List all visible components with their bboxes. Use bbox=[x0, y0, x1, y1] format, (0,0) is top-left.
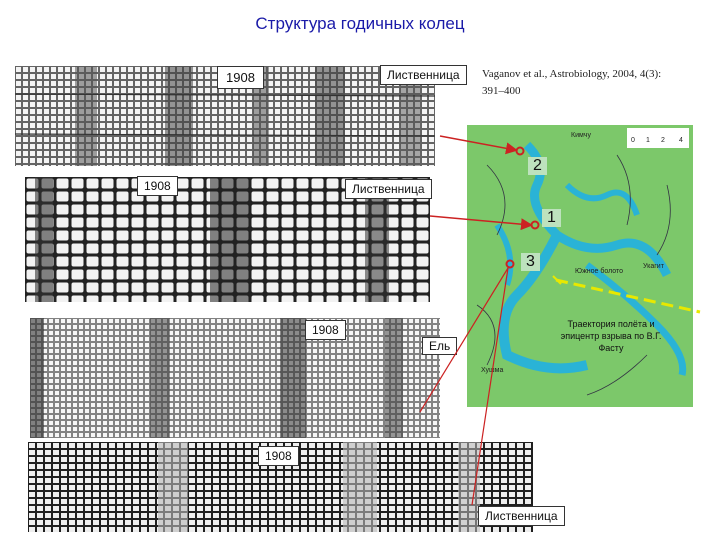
map-drawing bbox=[476, 128, 689, 396]
tree-ring-image-3 bbox=[30, 318, 440, 438]
citation-line-2: 391–400 bbox=[482, 85, 521, 97]
trajectory-line bbox=[555, 278, 701, 314]
panel-1-year-label: 1908 bbox=[217, 66, 264, 89]
arrow-panel-4 bbox=[471, 267, 509, 506]
citation: Vaganov et al., Astrobiology, 2004, 4(3)… bbox=[482, 66, 712, 100]
scale-tick-1: 1 bbox=[646, 137, 650, 144]
map-place-right: Укагит bbox=[643, 263, 664, 270]
slide-title: Структура годичных колец bbox=[255, 14, 465, 33]
tree-ring-texture-1 bbox=[15, 66, 435, 166]
panel-2-year-label: 1908 bbox=[137, 176, 178, 196]
panel-1-species-label: Лиственница bbox=[380, 65, 467, 85]
citation-line-1: Vaganov et al., Astrobiology, 2004, 4(3)… bbox=[482, 68, 662, 80]
arrow-panel-2 bbox=[429, 215, 533, 231]
site-number-3: 3 bbox=[521, 253, 540, 271]
panel-3-year-label: 1908 bbox=[305, 320, 346, 340]
site-number-2: 2 bbox=[528, 157, 547, 175]
tree-ring-image-4 bbox=[28, 442, 533, 532]
panel-2-species-label: Лиственница bbox=[345, 179, 432, 199]
tree-ring-texture-4 bbox=[28, 442, 533, 532]
panel-4-species-label: Лиственница bbox=[478, 506, 565, 526]
arrow-panel-1 bbox=[439, 135, 518, 155]
site-marker-3 bbox=[505, 259, 515, 269]
site-number-1: 1 bbox=[542, 209, 561, 227]
tunguska-map: Кимчу 0 1 2 4 Южное болото Укагит Хушма bbox=[467, 125, 693, 407]
tree-ring-texture-3 bbox=[30, 318, 440, 438]
site-marker-2 bbox=[515, 146, 525, 156]
trajectory-note: Траектория полёта и эпицентр взрыва по В… bbox=[560, 319, 662, 353]
site-marker-1 bbox=[530, 220, 540, 230]
panel-4-year-label: 1908 bbox=[258, 446, 299, 466]
panel-3-species-label: Ель bbox=[422, 337, 458, 355]
scale-tick-3: 4 bbox=[679, 137, 683, 144]
arrow-panel-3 bbox=[419, 267, 509, 413]
scale-tick-2: 2 bbox=[661, 137, 665, 144]
tree-ring-image-1 bbox=[15, 66, 435, 166]
map-place-swamp: Южное болото bbox=[575, 268, 624, 275]
epicenter-marker bbox=[552, 275, 562, 285]
scale-tick-0: 0 bbox=[631, 137, 635, 144]
map-place-top: Кимчу bbox=[571, 132, 591, 139]
